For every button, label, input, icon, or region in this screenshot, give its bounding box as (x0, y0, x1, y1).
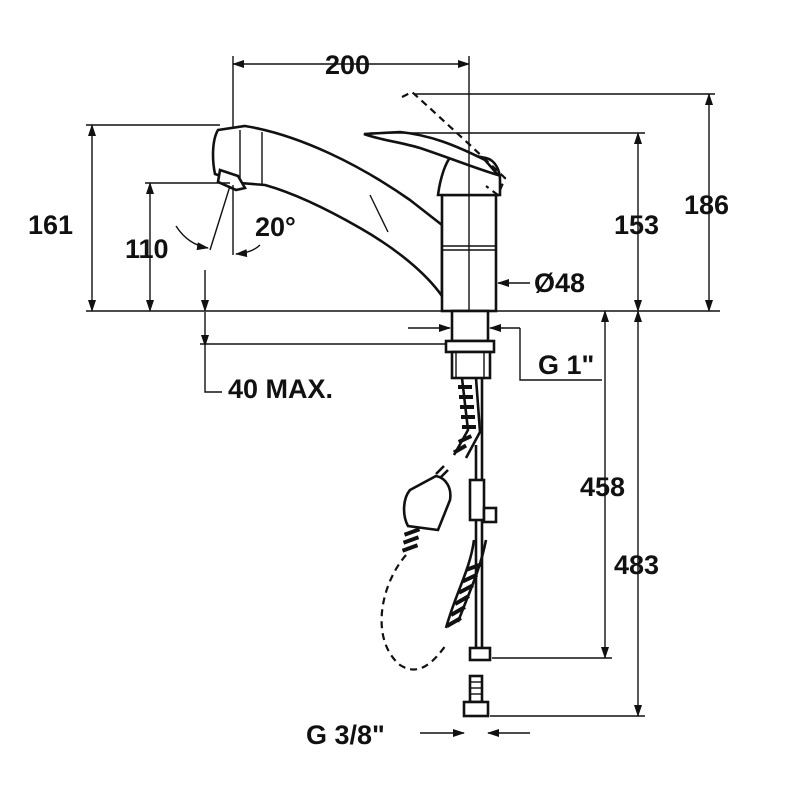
faucet-icon (211, 90, 507, 313)
dimension-counter-40 (200, 312, 446, 393)
label-counter-40: 40 MAX. (228, 374, 333, 404)
label-hose-483: 483 (614, 550, 659, 580)
dimension-height-161 (86, 124, 220, 312)
label-thread-g1: G 1" (538, 350, 594, 380)
dimension-thread-g1 (408, 324, 602, 381)
dimension-hose-483 (490, 310, 645, 717)
label-height-161: 161 (28, 210, 73, 240)
dimension-angle-20 (175, 185, 261, 312)
lever-raised (401, 90, 507, 197)
hose-pullout-path (380, 554, 447, 671)
label-angle-20: 20° (255, 212, 296, 242)
dimension-height-153 (370, 132, 645, 312)
dimension-height-110 (145, 182, 230, 312)
spout (211, 124, 444, 301)
label-height-153: 153 (614, 210, 659, 240)
label-width-200: 200 (325, 50, 370, 80)
lever-handle (363, 130, 502, 178)
dimension-height-186 (415, 93, 715, 312)
label-hose-458: 458 (580, 472, 625, 502)
label-height-110: 110 (125, 234, 169, 264)
mounting-assembly (444, 309, 496, 380)
thread-connector-icon (462, 674, 490, 718)
label-thread-g38: G 3/8" (306, 720, 385, 750)
spray-head (216, 168, 248, 192)
hose-weight (402, 474, 452, 532)
hose-icon (380, 377, 498, 671)
dimension-hose-458 (492, 310, 612, 659)
label-diameter-48: Ø48 (534, 268, 585, 298)
dimension-width-200 (232, 56, 470, 311)
label-height-186: 186 (684, 190, 729, 220)
